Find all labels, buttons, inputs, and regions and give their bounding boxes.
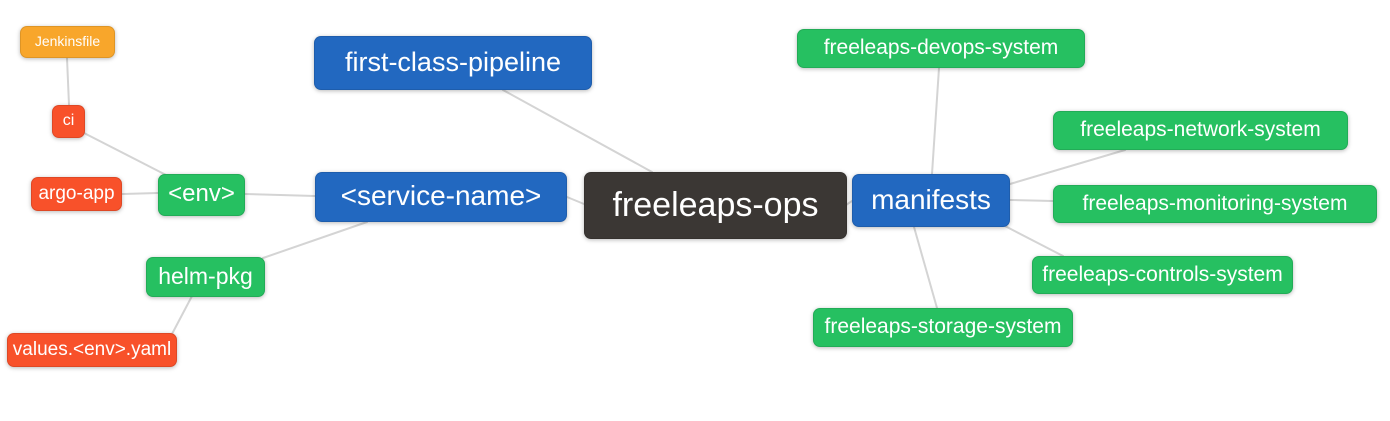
node-label: freeleaps-monitoring-system	[1082, 191, 1348, 215]
node-label: <service-name>	[340, 180, 542, 211]
node-label: argo-app	[38, 182, 115, 204]
edge-manifests--freeleaps-monitoring-system	[1009, 199, 1054, 202]
edge-values-env-yaml--helm-pkg	[171, 295, 193, 335]
node-label: freeleaps-network-system	[1080, 118, 1321, 141]
edge-manifests--freeleaps-devops-system	[931, 67, 940, 175]
node-label: <env>	[168, 180, 235, 207]
node-label: freeleaps-controls-system	[1042, 262, 1283, 286]
node-label: freeleaps-devops-system	[823, 36, 1059, 59]
edge-helm-pkg--service-name	[262, 221, 368, 259]
node-label: manifests	[871, 183, 991, 215]
edge-ci--env	[83, 132, 169, 177]
node-label: ci	[62, 111, 75, 129]
node-freeleaps-ops[interactable]: freeleaps-ops	[584, 172, 847, 239]
node-label: first-class-pipeline	[344, 46, 562, 77]
node-argo-app[interactable]: argo-app	[31, 177, 122, 211]
edge-first-class-pipeline--freeleaps-ops	[502, 89, 653, 173]
node-first-class-pipeline[interactable]: first-class-pipeline	[314, 36, 592, 90]
node-freeleaps-monitoring-system[interactable]: freeleaps-monitoring-system	[1053, 185, 1377, 223]
edge-manifests--freeleaps-storage-system	[913, 226, 938, 309]
node-freeleaps-storage-system[interactable]: freeleaps-storage-system	[813, 308, 1073, 347]
node-jenkinsfile[interactable]: Jenkinsfile	[20, 26, 115, 58]
node-ci[interactable]: ci	[52, 105, 85, 138]
node-values-env-yaml[interactable]: values.<env>.yaml	[7, 333, 177, 367]
edge-argo-app--env	[121, 192, 159, 195]
node-label: Jenkinsfile	[34, 33, 101, 49]
edge-manifests--freeleaps-network-system	[1009, 149, 1126, 185]
node-label: values.<env>.yaml	[12, 338, 172, 360]
node-freeleaps-devops-system[interactable]: freeleaps-devops-system	[797, 29, 1085, 68]
node-helm-pkg[interactable]: helm-pkg	[146, 257, 265, 297]
node-manifests[interactable]: manifests	[852, 174, 1010, 227]
node-label: freeleaps-ops	[612, 185, 819, 224]
node-freeleaps-controls-system[interactable]: freeleaps-controls-system	[1032, 256, 1293, 294]
edge-env--service-name	[244, 193, 316, 197]
edge-service-name--freeleaps-ops	[566, 196, 585, 205]
edge-freeleaps-ops--manifests	[845, 200, 853, 206]
edge-manifests--freeleaps-controls-system	[1004, 225, 1064, 257]
node-label: helm-pkg	[158, 262, 253, 289]
node-env[interactable]: <env>	[158, 174, 245, 216]
node-service-name[interactable]: <service-name>	[315, 172, 567, 222]
node-freeleaps-network-system[interactable]: freeleaps-network-system	[1053, 111, 1348, 150]
edge-jenkinsfile--ci	[66, 57, 70, 106]
node-label: freeleaps-storage-system	[824, 315, 1062, 338]
